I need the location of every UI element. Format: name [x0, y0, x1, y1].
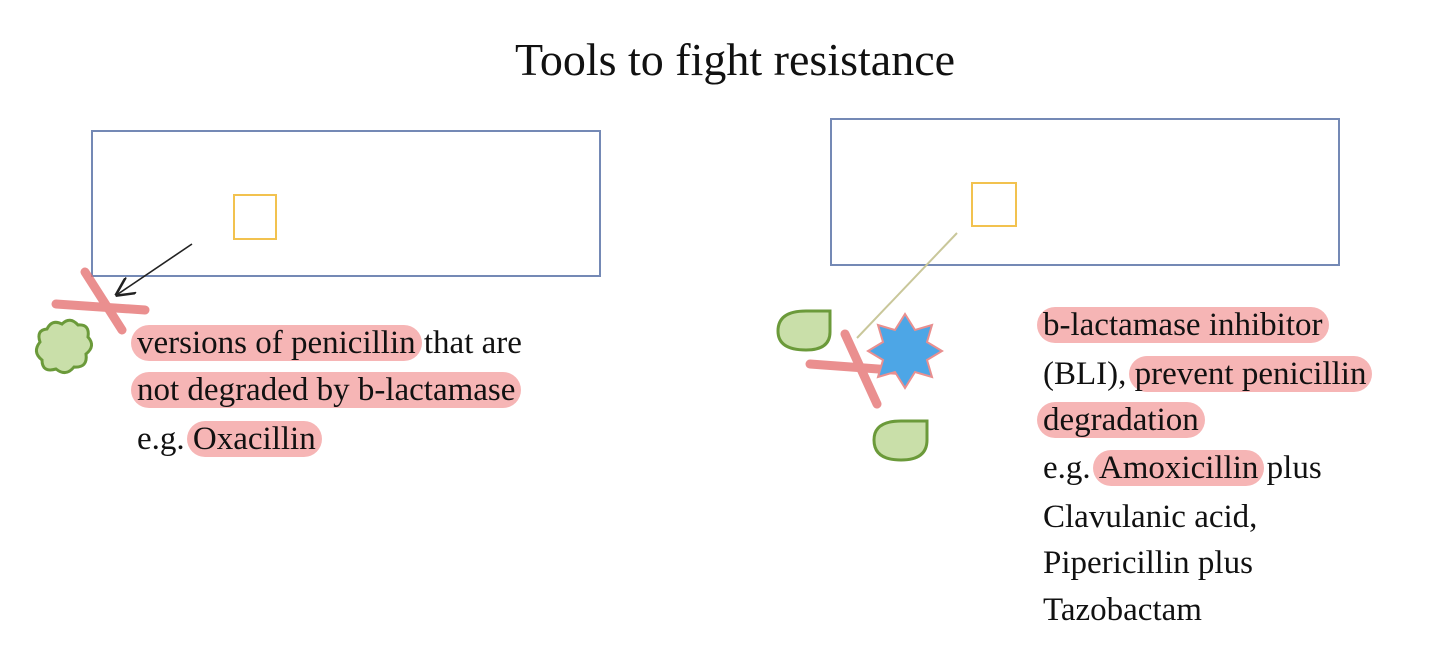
- right-text-line4: e.g. Amoxicillin plus: [1043, 445, 1322, 491]
- bacterial-cell-right: [830, 118, 1340, 266]
- highlight: Amoxicillin: [1092, 450, 1265, 486]
- arrow-line: [118, 243, 193, 294]
- beta-lactamase-blob-icon: [35, 318, 93, 374]
- highlight: degradation: [1037, 402, 1205, 438]
- text: e.g.: [1043, 450, 1099, 486]
- right-text-line1: b-lactamase inhibitor: [1037, 302, 1329, 348]
- text: (BLI),: [1043, 356, 1135, 392]
- inhibitor-star-icon: [866, 312, 944, 390]
- right-text-line6: Pipericillin plus: [1043, 545, 1253, 581]
- beta-lactamase-drop-icon: [872, 419, 929, 462]
- right-text-line5: Clavulanic acid,: [1043, 499, 1258, 535]
- right-text-line3: degradation: [1037, 397, 1205, 443]
- highlight: versions of penicillin: [131, 325, 422, 361]
- penicillin-square-left: [233, 194, 277, 240]
- text: plus: [1258, 450, 1322, 486]
- right-text-line7: Tazobactam: [1043, 592, 1202, 628]
- left-text-line3: e.g. Oxacillin: [137, 416, 322, 462]
- highlight: Oxacillin: [186, 421, 322, 457]
- cross-icon: [51, 267, 150, 335]
- left-text-line1: versions of penicillin that are: [131, 320, 522, 366]
- connector-line: [856, 232, 958, 339]
- slide-title: Tools to fight resistance: [514, 34, 956, 85]
- penicillin-square-right: [971, 182, 1017, 227]
- text: e.g.: [137, 421, 193, 457]
- bacterial-cell-left: [91, 130, 601, 277]
- right-text-line2: (BLI), prevent penicillin: [1043, 351, 1373, 397]
- highlight: not degraded by b-lactamase: [131, 372, 522, 408]
- beta-lactamase-drop-icon: [776, 309, 832, 352]
- text: that are: [415, 325, 522, 361]
- highlight: prevent penicillin: [1128, 356, 1373, 392]
- highlight: b-lactamase inhibitor: [1037, 307, 1329, 343]
- left-text-line2: not degraded by b-lactamase: [131, 367, 522, 413]
